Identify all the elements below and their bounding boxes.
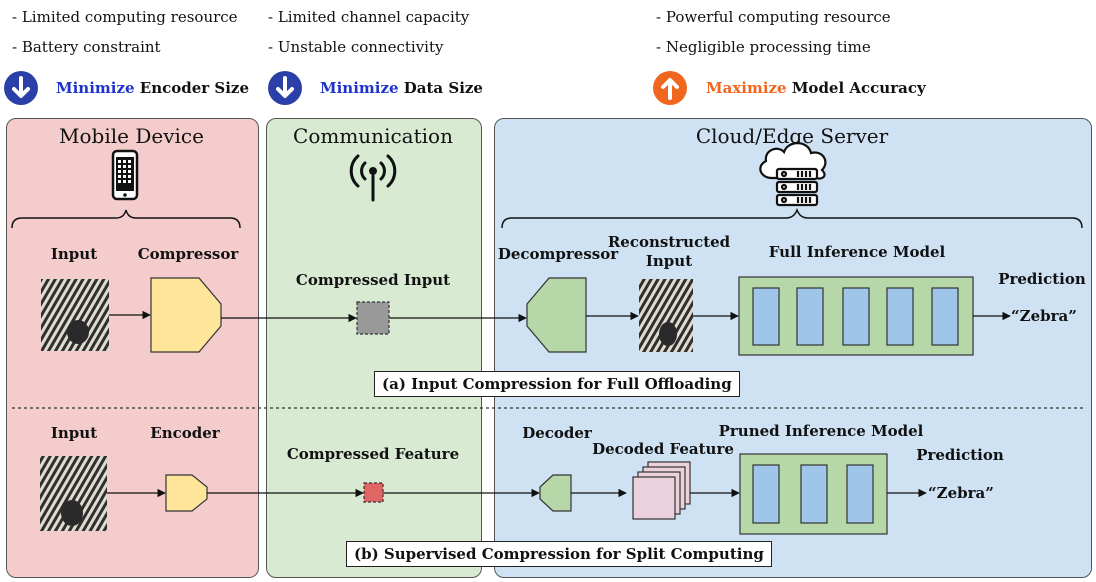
encoder-label: Encoder <box>150 424 220 442</box>
goal-keyword: Minimize <box>56 79 135 97</box>
communication-title: Communication <box>293 124 453 148</box>
decoder-label: Decoder <box>522 424 592 442</box>
decoded-feature-label: Decoded Feature <box>592 440 734 458</box>
decompressor-shape <box>526 277 587 353</box>
compressed-feature-label: Compressed Feature <box>286 445 460 463</box>
arrow-down-icon <box>4 71 38 105</box>
comm-constraint-1: - Limited channel capacity <box>268 8 470 26</box>
mobile-device-title: Mobile Device <box>59 124 204 148</box>
goal-text: Encoder Size <box>134 79 249 97</box>
device-constraint-1: - Limited computing resource <box>12 8 238 26</box>
compressor-shape <box>150 277 222 353</box>
goal-data-size: Minimize Data Size <box>320 79 483 97</box>
goal-text: Model Accuracy <box>786 79 926 97</box>
compressed-input-label: Compressed Input <box>295 271 451 289</box>
reconstructed-input-label: Reconstructed Input <box>607 233 731 270</box>
zebra-reconstructed-image <box>639 279 693 352</box>
zebra-input-image-top <box>41 279 109 351</box>
prediction-label-bottom: Prediction <box>916 446 1004 464</box>
server-constraint-2: - Negligible processing time <box>656 38 871 56</box>
goal-text: Data Size <box>398 79 483 97</box>
device-brace <box>11 209 241 229</box>
input-label-top: Input <box>50 245 98 263</box>
compressed-input-box <box>356 301 390 335</box>
device-constraint-2: - Battery constraint <box>12 38 161 56</box>
full-model-label: Full Inference Model <box>768 243 946 261</box>
server-brace <box>501 207 1083 229</box>
comm-constraint-2: - Unstable connectivity <box>268 38 444 56</box>
arrow-down-icon <box>268 71 302 105</box>
goal-encoder-size: Minimize Encoder Size <box>56 79 249 97</box>
caption-input-compression: (a) Input Compression for Full Offloadin… <box>374 371 740 397</box>
prediction-value-top: “Zebra” <box>1011 307 1077 325</box>
compressor-label: Compressor <box>137 245 239 263</box>
compressed-feature-box <box>363 482 384 503</box>
caption-supervised-compression: (b) Supervised Compression for Split Com… <box>346 541 772 567</box>
phone-icon <box>111 149 139 201</box>
decompressor-label: Decompressor <box>497 245 619 263</box>
server-constraint-1: - Powerful computing resource <box>656 8 891 26</box>
cloud-server-icon <box>759 142 827 207</box>
antenna-icon <box>349 154 397 202</box>
encoder-shape <box>165 474 208 512</box>
decoded-feature-stack <box>632 461 691 520</box>
arrow-up-icon <box>653 71 687 105</box>
goal-model-accuracy: Maximize Model Accuracy <box>706 79 926 97</box>
decoder-shape <box>539 474 572 512</box>
pruned-model-label: Pruned Inference Model <box>718 422 924 440</box>
prediction-value-bottom: “Zebra” <box>928 484 994 502</box>
zebra-input-image-bottom <box>40 456 107 531</box>
goal-keyword: Maximize <box>706 79 787 97</box>
goal-keyword: Minimize <box>320 79 399 97</box>
input-label-bottom: Input <box>50 424 98 442</box>
prediction-label-top: Prediction <box>998 270 1086 288</box>
